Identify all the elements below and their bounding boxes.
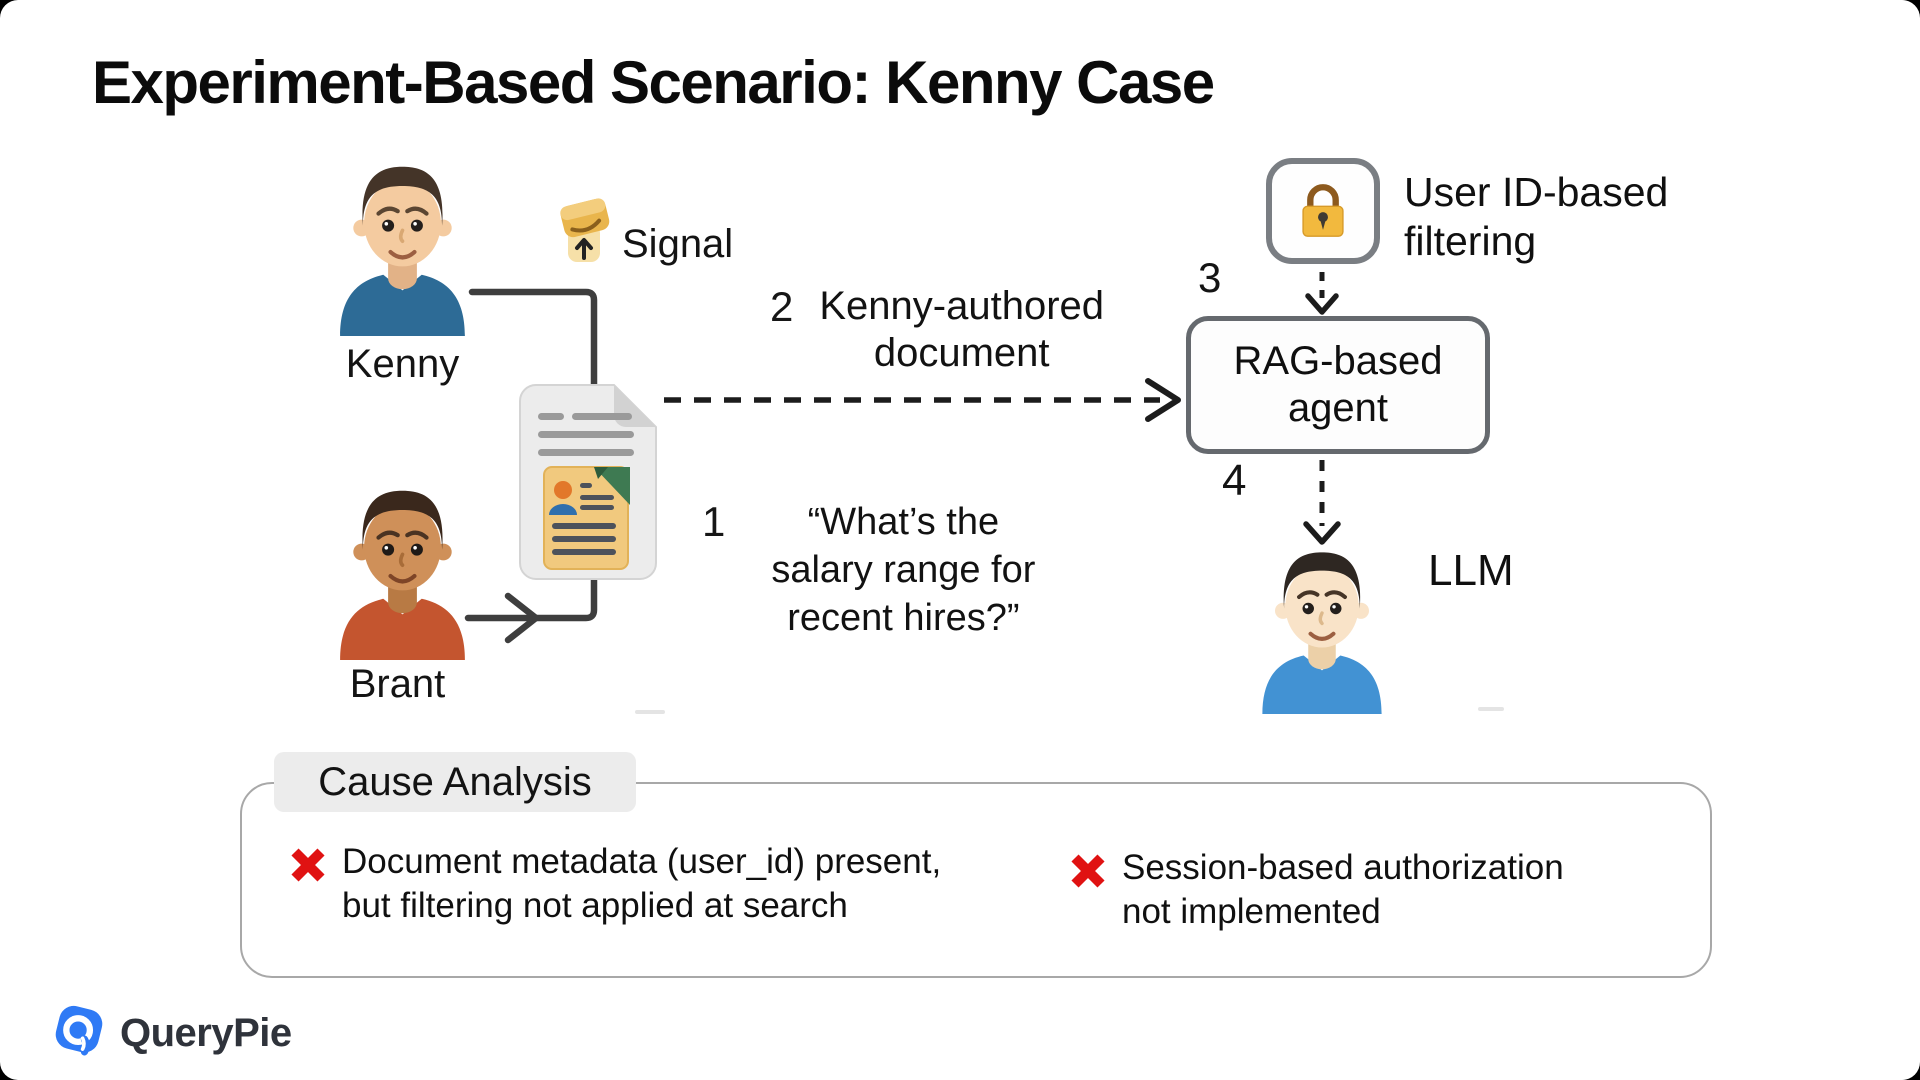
llm-label: LLM [1428, 546, 1514, 595]
querypie-brand-text: QueryPie [120, 1011, 292, 1055]
step-1-label: 1 “What’s the salary range for recent hi… [702, 498, 1035, 642]
kenny-avatar [330, 156, 475, 336]
step-1-text-line3: recent hires?” [787, 597, 1020, 639]
step-1-text-line1: “What’s the [807, 501, 1000, 543]
cause-item: Document metadata (user_id) present, but… [288, 840, 941, 928]
rag-line1: RAG-based [1233, 339, 1443, 383]
cause-item-1-line2: but filtering not applied at search [342, 886, 848, 925]
brant-avatar [330, 480, 475, 660]
llm-avatar [1252, 542, 1392, 714]
x-mark-icon [288, 845, 328, 885]
querypie-logo: QueryPie [50, 1002, 292, 1065]
kenny-label: Kenny [345, 342, 460, 386]
brant-connector-line [464, 572, 598, 622]
kenny-connector-line [468, 288, 598, 398]
step-3-number: 3 [1198, 254, 1222, 301]
cause-item-2-line2: not implemented [1122, 892, 1381, 931]
step-4-number: 4 [1222, 456, 1247, 505]
cause-item: Session-based authorization not implemen… [1068, 846, 1564, 934]
step-1-number: 1 [702, 498, 726, 545]
cause-item-1-line1: Document metadata (user_id) present, [342, 842, 942, 881]
cause-analysis-tab: Cause Analysis [274, 752, 636, 812]
lock-to-rag-arrowhead-icon [1305, 293, 1339, 315]
render-artifact [1478, 707, 1504, 711]
cause-analysis-tab-label: Cause Analysis [318, 759, 592, 804]
document-icon [518, 383, 660, 581]
step-2-label: 2 Kenny-authored document [770, 283, 1104, 377]
step-2-number: 2 [770, 283, 794, 330]
querypie-logo-icon [50, 1002, 108, 1065]
user-id-filter-node [1266, 158, 1380, 264]
signal-label: Signal [622, 222, 734, 266]
filtering-line2: filtering [1404, 218, 1537, 264]
x-mark-icon [1068, 851, 1108, 891]
step-2-text-line1: Kenny-authored [819, 284, 1105, 328]
page-title: Experiment-Based Scenario: Kenny Case [92, 49, 1215, 116]
filtering-line1: User ID-based [1404, 169, 1669, 215]
cause-item-2-line1: Session-based authorization [1122, 848, 1564, 887]
step-1-text-line2: salary range for [771, 549, 1036, 591]
render-artifact [635, 710, 665, 714]
brant-label: Brant [349, 662, 446, 706]
step-2-text-line2: document [873, 331, 1050, 375]
lock-icon [1294, 176, 1352, 247]
brant-arrowhead-icon [504, 592, 540, 644]
rag-line2: agent [1287, 386, 1389, 430]
user-id-filtering-label: User ID-based filtering [1404, 168, 1668, 266]
cause-analysis-panel [240, 782, 1712, 978]
signal-icon [556, 196, 614, 268]
rag-agent-node: RAG-based agent [1186, 316, 1490, 454]
document-to-rag-arrowhead-icon [1145, 378, 1181, 422]
rag-to-llm-arrowhead-icon [1303, 521, 1341, 545]
